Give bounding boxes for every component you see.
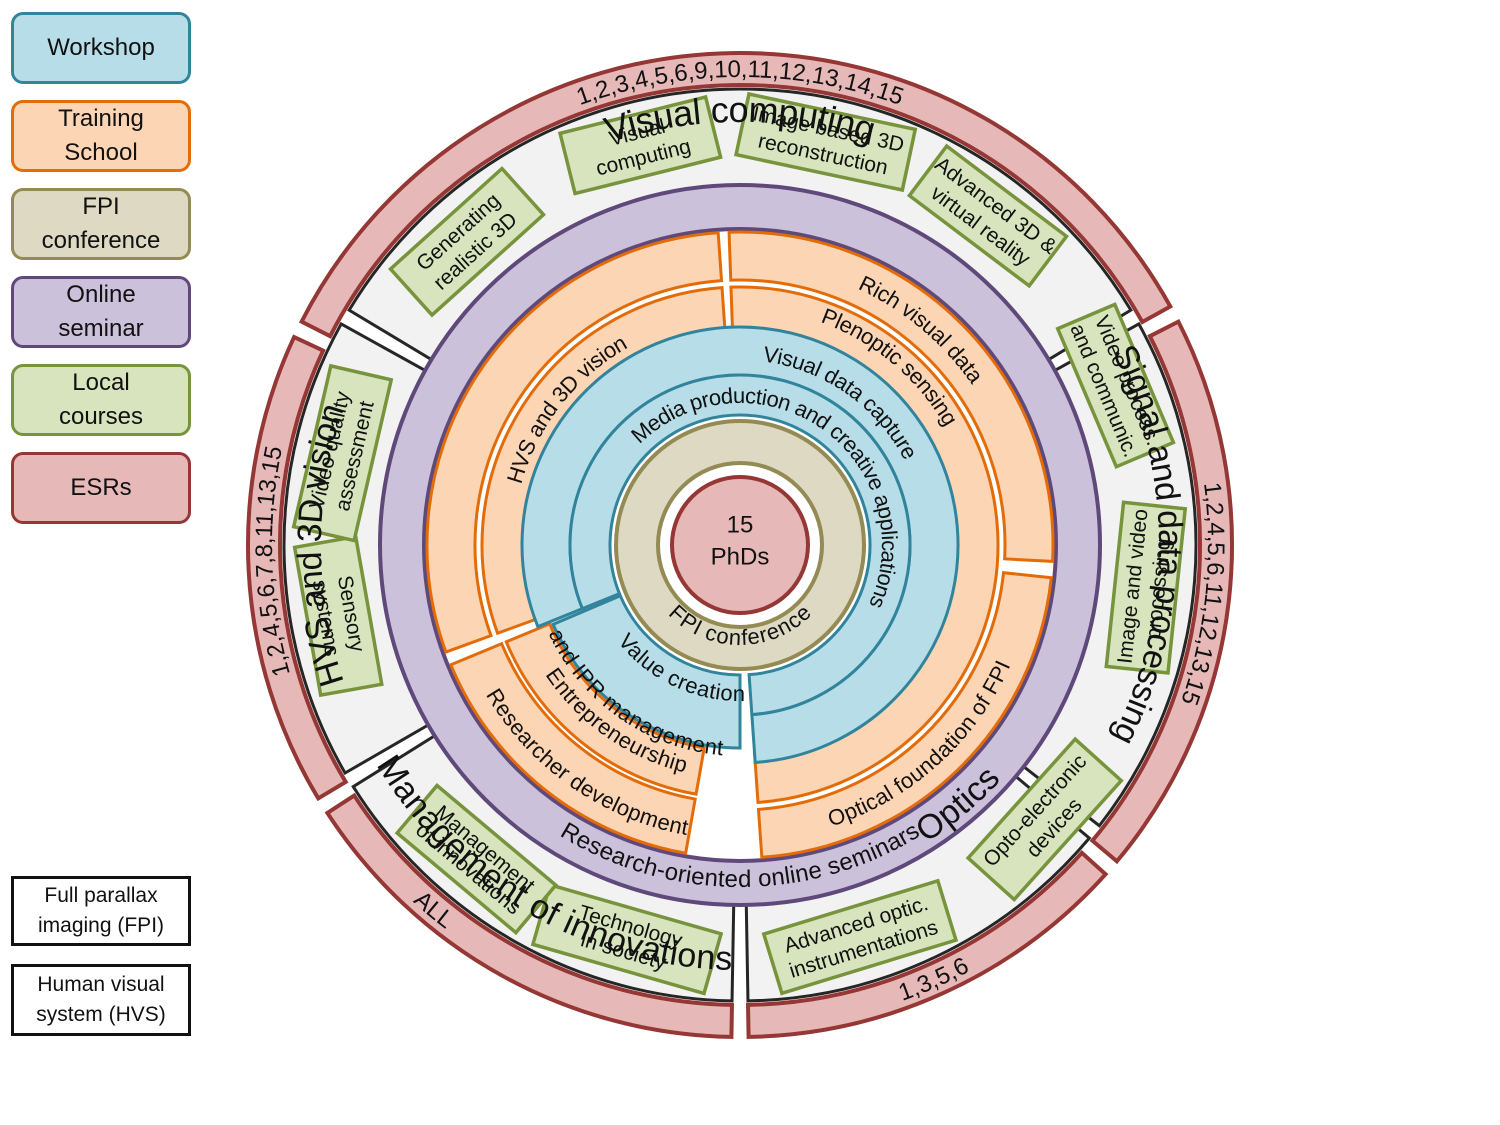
center-count: 15 [727,512,754,539]
local-course-10-box [292,534,384,698]
legend-online-seminar: Online seminar [11,276,191,348]
legend-training-school: Training School [11,100,191,172]
center-phds [670,475,810,615]
training-optical-foundation [756,571,1053,859]
local-course-2-box [733,91,918,193]
legend-esrs: ESRs [11,452,191,524]
local-course-7-box [761,878,959,996]
legend-local-courses: Local courses [11,364,191,436]
local-course-12-box [388,166,546,318]
workshop-value-creation [551,593,742,750]
training-rich-visual-data [727,230,1055,563]
local-course-11-box [291,363,394,543]
training-entrepreneurship [504,621,706,796]
center-label: PhDs [711,544,770,571]
esr-arc-hvs [246,334,349,802]
esr-arc-optics [745,849,1109,1039]
local-course-8-box [530,882,724,996]
local-course-1-box [557,94,723,196]
local-course-4-box [1055,302,1176,470]
local-course-5-box [1104,500,1188,675]
esr-arc-visual-computing [298,51,1174,339]
local-course-3-box [906,143,1069,289]
training-researcher-development [448,641,697,855]
esr-arc-management [324,792,735,1039]
legend: Workshop Training School FPI conference … [11,12,191,540]
fpi-conference-ring [613,419,867,671]
esr-arc-signal [1089,318,1234,865]
local-course-6-box [965,736,1124,903]
online-seminar-ring [377,183,1103,907]
local-course-9-box [394,783,559,936]
training-hvs-outer [425,231,724,654]
abbreviation-hvs: Human visual system (HVS) [11,964,191,1036]
legend-workshop: Workshop [11,12,191,84]
legend-fpi-conference: FPI conference [11,188,191,260]
abbreviation-fpi: Full parallax imaging (FPI) [11,876,191,946]
workshop-media-production [568,373,912,717]
